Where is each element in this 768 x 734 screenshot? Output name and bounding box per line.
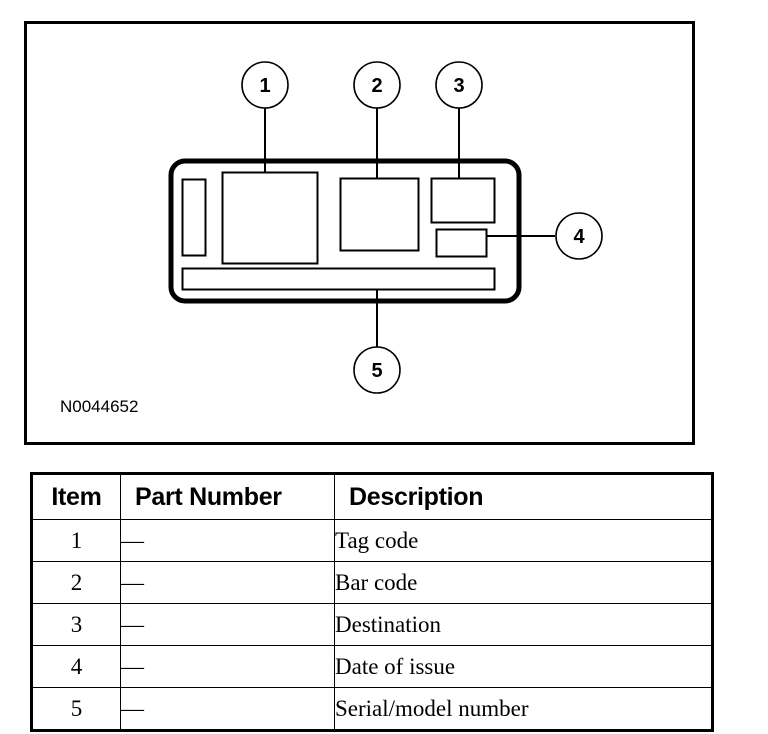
callout-3[interactable]: 3: [435, 61, 483, 109]
callout-label-1: 1: [259, 75, 270, 97]
illustration-panel: 1 2 3 4 5 N0044652: [24, 21, 695, 445]
table-row: 3 — Destination: [30, 603, 714, 646]
callout-1[interactable]: 1: [241, 61, 289, 109]
cell-part-number: —: [120, 645, 335, 688]
callout-4[interactable]: 4: [555, 212, 603, 260]
cell-item: 3: [30, 603, 121, 646]
parts-table-body: 1 — Tag code 2 — Bar code 3 — Destinatio…: [30, 519, 714, 732]
cell-item: 2: [30, 561, 121, 604]
cell-part-number: —: [120, 519, 335, 562]
table-row: 5 — Serial/model number: [30, 687, 714, 732]
callout-label-2: 2: [371, 75, 382, 97]
cell-item: 4: [30, 645, 121, 688]
table-header-row: Item Part Number Description: [30, 472, 714, 520]
cell-part-number: —: [120, 561, 335, 604]
date-of-issue-box: [435, 228, 488, 258]
column-header-description-label: Description: [349, 482, 484, 511]
cell-part-number: —: [120, 603, 335, 646]
callout-circle-3: [435, 61, 483, 109]
callout-label-4: 4: [573, 226, 585, 248]
callout-circle-4: [555, 212, 603, 260]
cell-description: Tag code: [334, 519, 714, 562]
left-slot-box: [181, 178, 207, 257]
destination-box: [430, 177, 496, 224]
cell-item: 5: [30, 687, 121, 732]
table-row: 4 — Date of issue: [30, 645, 714, 688]
cell-part-number: —: [120, 687, 335, 732]
column-header-part-number-label: Part Number: [135, 482, 282, 511]
callout-2[interactable]: 2: [353, 61, 401, 109]
column-header-item: Item: [30, 472, 121, 520]
callout-label-3: 3: [453, 75, 464, 97]
callout-circle-2: [353, 61, 401, 109]
parts-table-container: Item Part Number Description 1 — Tag cod…: [30, 472, 714, 732]
parts-table-header: Item Part Number Description: [30, 472, 714, 520]
tag-code-box: [221, 171, 319, 265]
serial-model-number-bar: [181, 267, 496, 291]
table-row: 2 — Bar code: [30, 561, 714, 604]
callout-circle-5: [353, 346, 401, 394]
cell-description: Serial/model number: [334, 687, 714, 732]
column-header-item-label: Item: [51, 482, 102, 511]
callout-5[interactable]: 5: [353, 346, 401, 394]
column-header-description: Description: [334, 472, 714, 520]
bar-code-box: [339, 177, 420, 252]
callout-label-5: 5: [371, 360, 382, 382]
cell-item: 1: [30, 519, 121, 562]
parts-table: Item Part Number Description 1 — Tag cod…: [30, 472, 714, 732]
cell-description: Destination: [334, 603, 714, 646]
vehicle-certification-label-diagram: 1 2 3 4 5 N0044652: [24, 21, 695, 445]
cell-description: Bar code: [334, 561, 714, 604]
table-row: 1 — Tag code: [30, 519, 714, 562]
column-header-part-number: Part Number: [120, 472, 335, 520]
callout-circle-1: [241, 61, 289, 109]
figure-id-label: N0044652: [60, 397, 138, 416]
cell-description: Date of issue: [334, 645, 714, 688]
